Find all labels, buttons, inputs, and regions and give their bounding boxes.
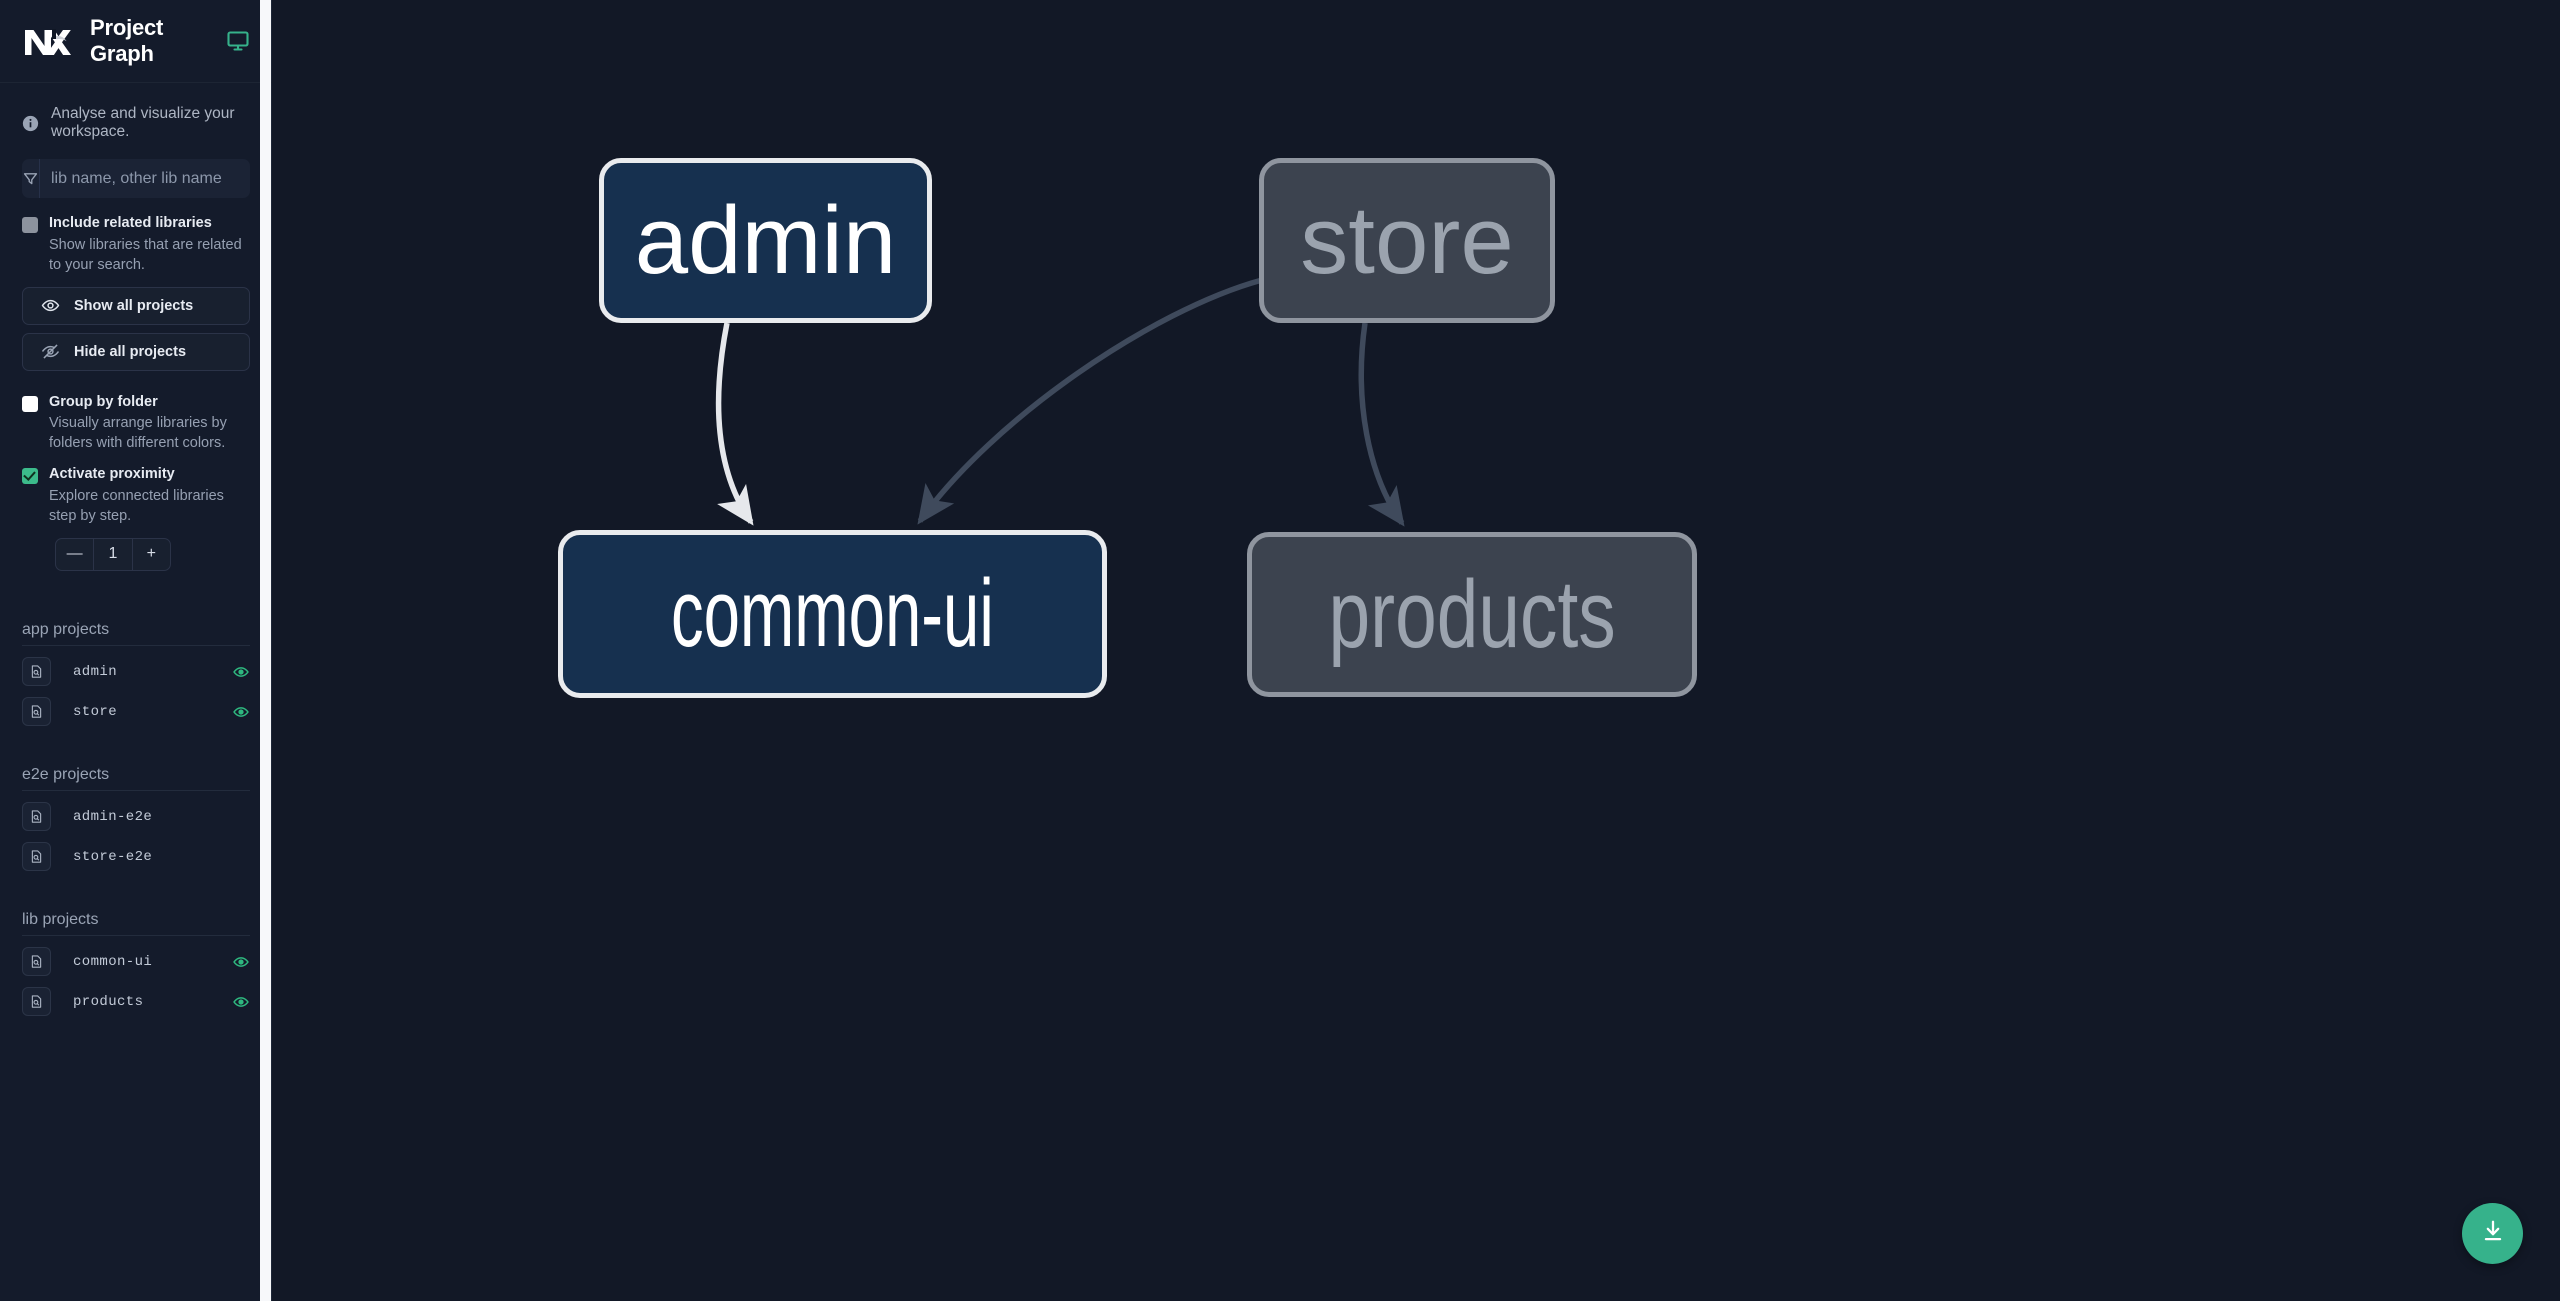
graph-node-common-ui[interactable]: common-ui xyxy=(558,530,1107,698)
hide-all-projects-button[interactable]: Hide all projects xyxy=(22,332,250,371)
activate-proximity-checkbox[interactable] xyxy=(22,468,38,485)
project-file-icon xyxy=(22,987,51,1017)
graph-node-store[interactable]: store xyxy=(1259,158,1555,323)
graph-edges xyxy=(715,277,1405,527)
graph-canvas[interactable]: admin store common-ui products xyxy=(272,0,2560,1301)
project-file-icon xyxy=(22,697,51,727)
hide-all-projects-label: Hide all projects xyxy=(74,343,187,360)
edge-admin-common-ui xyxy=(715,322,754,526)
option-include-related-libraries[interactable]: Include related libraries Show libraries… xyxy=(0,198,272,275)
project-row-store-e2e[interactable]: store-e2e xyxy=(22,837,250,877)
project-file-icon xyxy=(22,802,51,832)
project-file-icon xyxy=(22,842,51,872)
search-input[interactable] xyxy=(40,159,250,198)
option-label: Include related libraries xyxy=(49,215,212,231)
graph-node-admin[interactable]: admin xyxy=(599,158,932,323)
download-graph-button[interactable] xyxy=(2462,1203,2523,1264)
filter-icon xyxy=(22,159,40,198)
graph-node-label: products xyxy=(1328,560,1616,668)
sidebar-header: Project Graph xyxy=(0,0,272,83)
project-file-icon xyxy=(22,947,51,977)
project-name: store-e2e xyxy=(73,848,153,865)
sidebar-subtitle: Analyse and visualize your workspace. xyxy=(0,83,272,141)
search-container xyxy=(0,141,272,198)
project-name: common-ui xyxy=(73,953,153,970)
project-row-common-ui[interactable]: common-ui xyxy=(22,942,250,982)
edge-store-products xyxy=(1358,322,1405,527)
show-all-projects-label: Show all projects xyxy=(74,297,194,314)
edge-store-common-ui xyxy=(917,277,1263,525)
option-description: Explore connected libraries step by step… xyxy=(49,487,224,524)
project-visibility-eye-icon[interactable] xyxy=(232,703,250,721)
graph-node-label: admin xyxy=(634,186,897,294)
option-activate-proximity[interactable]: Activate proximity Explore connected lib… xyxy=(0,453,272,526)
project-name: admin-e2e xyxy=(73,808,153,825)
project-visibility-eye-icon[interactable] xyxy=(232,953,250,971)
group-title: e2e projects xyxy=(22,766,250,791)
info-icon xyxy=(22,115,39,132)
sidebar: Project Graph Analy xyxy=(0,0,272,1301)
visibility-button-group: Show all projects Hide all projects xyxy=(0,275,272,371)
search-box[interactable] xyxy=(22,159,250,198)
proximity-stepper: — 1 + xyxy=(55,537,171,571)
project-group-lib: lib projects common-ui xyxy=(0,911,272,1022)
eye-icon xyxy=(41,296,60,315)
proximity-decrement-button[interactable]: — xyxy=(66,545,83,563)
project-name: admin xyxy=(73,663,118,680)
project-row-store[interactable]: store xyxy=(22,692,250,732)
project-row-products[interactable]: products xyxy=(22,982,250,1022)
project-file-icon xyxy=(22,657,51,687)
project-group-e2e: e2e projects admin-e2e xyxy=(0,766,272,877)
project-row-admin[interactable]: admin xyxy=(22,652,250,692)
project-row-admin-e2e[interactable]: admin-e2e xyxy=(22,797,250,837)
graph-node-products[interactable]: products xyxy=(1247,532,1697,697)
include-related-libraries-checkbox[interactable] xyxy=(22,217,38,233)
sidebar-scrollbar[interactable] xyxy=(260,0,271,1301)
sidebar-subtitle-text: Analyse and visualize your workspace. xyxy=(51,105,235,140)
option-description: Show libraries that are related to your … xyxy=(49,236,242,273)
monitor-icon[interactable] xyxy=(226,29,250,53)
option-label: Group by folder xyxy=(49,393,158,410)
group-title: app projects xyxy=(22,621,250,646)
group-by-folder-checkbox[interactable] xyxy=(22,395,38,412)
option-group-by-folder[interactable]: Group by folder Visually arrange librari… xyxy=(0,371,272,454)
proximity-value: 1 xyxy=(93,538,131,570)
option-label: Activate proximity xyxy=(49,466,175,483)
proximity-increment-button[interactable]: + xyxy=(131,538,170,570)
graph-node-label: common-ui xyxy=(671,560,994,667)
project-group-app: app projects admin xyxy=(0,621,272,732)
nx-logo-icon xyxy=(22,23,74,59)
show-all-projects-button[interactable]: Show all projects xyxy=(22,286,250,325)
project-name: products xyxy=(73,993,144,1010)
project-visibility-eye-icon[interactable] xyxy=(232,663,250,681)
option-description: Visually arrange libraries by folders wi… xyxy=(49,415,227,452)
group-title: lib projects xyxy=(22,911,250,936)
eye-off-icon xyxy=(41,342,60,361)
graph-node-label: store xyxy=(1300,186,1514,294)
project-name: store xyxy=(73,703,118,720)
download-icon xyxy=(2480,1218,2506,1249)
sidebar-scrollbar-thumb[interactable] xyxy=(260,0,271,1301)
page-title: Project Graph xyxy=(90,15,164,66)
project-visibility-eye-icon[interactable] xyxy=(232,993,250,1011)
sidebar-scroll-region[interactable]: Project Graph Analy xyxy=(0,0,272,1301)
